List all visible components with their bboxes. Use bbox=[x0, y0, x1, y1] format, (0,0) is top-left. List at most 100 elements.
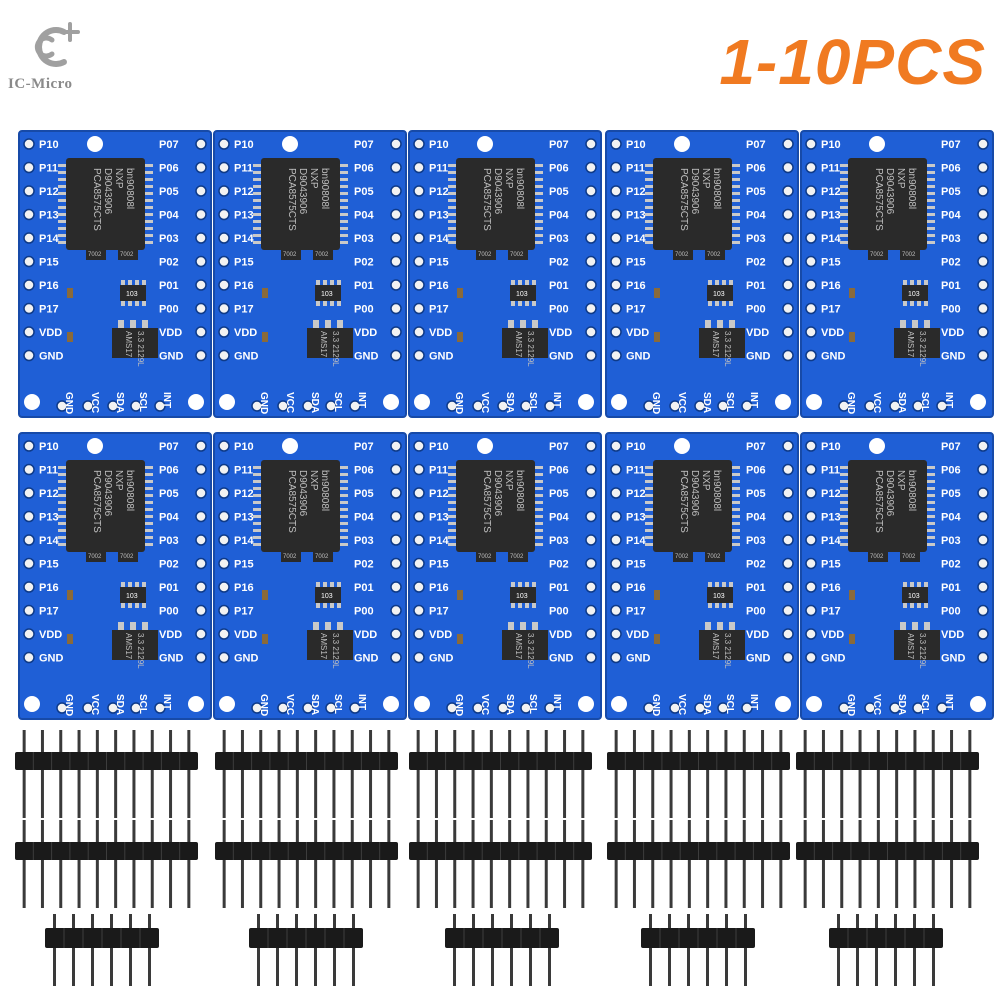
left-pin-label: P11 bbox=[821, 163, 840, 175]
pin-pad bbox=[195, 279, 207, 291]
svg-text:103: 103 bbox=[321, 593, 333, 600]
pin-pad bbox=[413, 534, 425, 546]
pin-pad bbox=[610, 604, 622, 617]
capacitor bbox=[262, 590, 268, 600]
right-pin-label: P06 bbox=[549, 163, 569, 175]
svg-text:7002: 7002 bbox=[510, 252, 524, 258]
pin-pad bbox=[390, 349, 402, 362]
pin-pad bbox=[782, 628, 794, 640]
pin-pad bbox=[805, 487, 817, 499]
svg-text:7002: 7002 bbox=[510, 554, 524, 560]
left-pin-label: P17 bbox=[234, 304, 254, 316]
pin-pad bbox=[805, 510, 817, 523]
right-pin-label: P05 bbox=[746, 186, 766, 198]
pin-pad bbox=[610, 440, 622, 452]
right-pin-label: P01 bbox=[549, 280, 569, 292]
bottom-pin-label: VCC bbox=[479, 694, 490, 715]
pin-header-10 bbox=[606, 820, 791, 913]
svg-text:bn90808l: bn90808l bbox=[906, 470, 917, 511]
pin-header-6 bbox=[828, 914, 944, 991]
pin-pad bbox=[390, 255, 402, 268]
pin-pad bbox=[413, 255, 425, 268]
transistor: 7002 bbox=[673, 248, 693, 260]
left-pin-label: P10 bbox=[626, 139, 646, 151]
svg-text:PCA8575CTS: PCA8575CTS bbox=[481, 168, 492, 231]
svg-text:7002: 7002 bbox=[315, 554, 329, 560]
bottom-pin-label: GND bbox=[63, 694, 74, 716]
svg-text:AMS17: AMS17 bbox=[124, 331, 133, 358]
left-pin-label: P14 bbox=[39, 233, 59, 245]
pin-pad bbox=[218, 604, 230, 617]
right-pin-label: P01 bbox=[549, 582, 569, 594]
left-pin-label: P13 bbox=[429, 210, 449, 222]
left-pin-label: P10 bbox=[821, 139, 841, 151]
svg-text:7002: 7002 bbox=[120, 252, 134, 258]
brand-block: IC-Micro bbox=[8, 18, 118, 98]
svg-text:PCA8575CTS: PCA8575CTS bbox=[286, 470, 297, 533]
pin-pad bbox=[643, 702, 655, 714]
right-pin-label: P00 bbox=[941, 606, 961, 618]
right-pin-label: VDD bbox=[941, 327, 964, 339]
left-pin-label: P10 bbox=[39, 441, 59, 453]
bottom-pin-label: SCL bbox=[724, 694, 735, 714]
left-pin-label: P16 bbox=[821, 280, 841, 292]
pin-pad bbox=[782, 463, 794, 476]
left-pin-label: P14 bbox=[626, 535, 646, 547]
pin-pad bbox=[610, 302, 622, 315]
right-pin-label: P03 bbox=[941, 535, 961, 547]
pin-pad bbox=[520, 400, 532, 412]
pin-header-6 bbox=[44, 914, 160, 991]
left-pin-label: P17 bbox=[234, 606, 254, 618]
pin-pad bbox=[390, 208, 402, 221]
right-pin-label: VDD bbox=[159, 629, 182, 641]
transistor: 7002 bbox=[118, 550, 138, 562]
bottom-pin-label: VCC bbox=[284, 392, 295, 413]
right-pin-label: P01 bbox=[746, 280, 766, 292]
right-pin-label: P01 bbox=[941, 582, 961, 594]
right-pin-label: P06 bbox=[159, 163, 179, 175]
pin-pad bbox=[585, 161, 597, 174]
pin-pad bbox=[669, 400, 681, 412]
pin-pad bbox=[585, 138, 597, 150]
pin-pad bbox=[195, 604, 207, 617]
left-pin-label: P17 bbox=[821, 606, 841, 618]
pin-header-10 bbox=[14, 730, 199, 823]
pin-pad bbox=[218, 557, 230, 570]
svg-text:AMS17: AMS17 bbox=[124, 633, 133, 660]
bottom-pin-label: INT bbox=[356, 392, 367, 408]
transistor: 7002 bbox=[705, 550, 725, 562]
bottom-pin-label: VCC bbox=[676, 694, 687, 715]
left-pin-label: P17 bbox=[429, 606, 449, 618]
capacitor bbox=[849, 288, 855, 298]
left-pin-label: VDD bbox=[39, 327, 62, 339]
left-pin-label: P11 bbox=[429, 163, 448, 175]
pin-pad bbox=[805, 534, 817, 546]
pin-header-10 bbox=[14, 820, 199, 913]
right-pin-label: GND bbox=[549, 351, 574, 363]
bottom-pin-label: SCL bbox=[527, 694, 538, 714]
pin-pad bbox=[717, 702, 729, 714]
transistor: 7002 bbox=[118, 248, 138, 260]
right-pin-label: P00 bbox=[549, 606, 569, 618]
left-pin-label: P15 bbox=[39, 257, 59, 269]
svg-text:3.3 2129L: 3.3 2129L bbox=[526, 633, 535, 669]
left-pin-label: P13 bbox=[626, 512, 646, 524]
mounting-hole bbox=[188, 394, 204, 410]
svg-text:PCA8575CTS: PCA8575CTS bbox=[873, 168, 884, 231]
svg-text:PCA8575CTS: PCA8575CTS bbox=[286, 168, 297, 231]
pin-pad bbox=[413, 581, 425, 593]
bottom-pin-label: SDA bbox=[896, 694, 907, 715]
left-pin-label: P16 bbox=[234, 280, 254, 292]
bottom-pin-label: GND bbox=[845, 392, 856, 414]
pin-pad bbox=[218, 510, 230, 523]
pin-pad bbox=[195, 349, 207, 362]
right-pin-label: P01 bbox=[941, 280, 961, 292]
pin-pad bbox=[390, 302, 402, 315]
mounting-hole bbox=[414, 696, 430, 712]
svg-text:3.3 2129L: 3.3 2129L bbox=[331, 331, 340, 367]
pin-pad bbox=[782, 255, 794, 268]
